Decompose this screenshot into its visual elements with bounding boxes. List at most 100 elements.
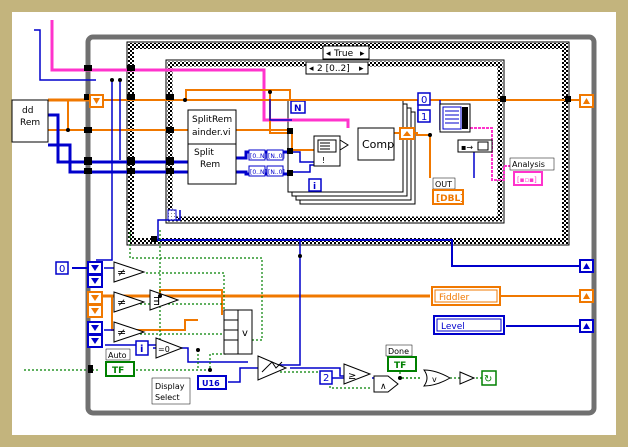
for-loop[interactable] [287, 99, 416, 205]
build-array-node[interactable]: ! [313, 135, 349, 167]
orange-shift-register-right[interactable] [579, 94, 594, 108]
svg-text:Fiddler: Fiddler [439, 293, 469, 303]
comp-output-terminal [399, 127, 415, 140]
svg-text:∧: ∧ [380, 382, 387, 392]
index-constant-0[interactable]: 0 [417, 92, 431, 106]
shift-register-left[interactable] [89, 94, 104, 108]
shift-register-blue-1[interactable] [87, 261, 103, 288]
while-loop-frame[interactable] [85, 34, 597, 416]
svg-text:TF: TF [394, 361, 406, 371]
out-indicator[interactable]: [DBL] [432, 189, 464, 205]
not-equal-node-2[interactable]: ≠ [113, 291, 146, 313]
svg-text:≠: ≠ [117, 326, 126, 339]
svg-text:v: v [242, 328, 248, 339]
svg-text:≠: ≠ [117, 296, 126, 309]
display-select-control[interactable]: U16 [197, 375, 227, 390]
select-node[interactable] [257, 355, 288, 381]
done-control-label: Done [385, 344, 413, 357]
tunnels [84, 65, 571, 373]
svg-text:1: 1 [421, 112, 427, 123]
left-subvi[interactable]: dd Rem [11, 99, 49, 143]
svg-text:i: i [140, 344, 143, 355]
svg-text:=0: =0 [158, 345, 170, 354]
auto-control[interactable]: TF [105, 361, 135, 377]
svg-text:Display: Display [155, 382, 185, 391]
analysis-indicator-label: Analysis [509, 157, 555, 171]
svg-text:[0..N]: [0..N] [250, 153, 267, 160]
index-constant-1[interactable]: 1 [417, 109, 431, 123]
shift-register-right-blue-2[interactable] [579, 319, 594, 333]
svg-text:2: 2 [323, 373, 329, 384]
for-loop-index-terminal: i [308, 178, 322, 192]
svg-text:Comp: Comp [362, 138, 394, 151]
svg-text:0: 0 [59, 264, 65, 275]
svg-text:Select: Select [155, 393, 180, 402]
outer-case-next-icon[interactable]: ▸ [360, 49, 365, 59]
svg-text:Auto: Auto [108, 351, 127, 360]
for-loop-count-terminal[interactable]: N [290, 100, 306, 114]
svg-text:[▪▫▪]: [▪▫▪] [517, 176, 537, 184]
svg-text:Analysis: Analysis [512, 160, 545, 169]
svg-text:v: v [432, 375, 437, 384]
svg-text:TF: TF [112, 366, 124, 376]
svg-text:▪→: ▪→ [461, 143, 473, 152]
inner-case-prev-icon[interactable]: ◂ [309, 64, 314, 74]
svg-text:SplitRem: SplitRem [192, 115, 232, 125]
splitremainder-subvi[interactable]: SplitRem ainder.vi [187, 109, 237, 147]
svg-text:i: i [313, 182, 316, 192]
index-array-node[interactable]: ▪→ [457, 139, 493, 153]
or-gate-node[interactable]: v [423, 369, 452, 387]
out-indicator-label: OUT [432, 177, 456, 190]
display-select-label: Display Select [151, 377, 191, 405]
svg-text:0: 0 [421, 95, 427, 106]
stop-condition-terminal[interactable]: ↻ [481, 370, 497, 386]
shift-register-right-orange[interactable] [579, 289, 594, 303]
svg-text:Done: Done [388, 347, 409, 356]
comp-subvi[interactable]: Comp [357, 127, 395, 161]
shift-register-blue-2[interactable] [87, 321, 103, 348]
svg-text:ainder.vi: ainder.vi [192, 128, 231, 138]
svg-text:[DBL]: [DBL] [436, 194, 464, 204]
svg-text:Level: Level [441, 322, 465, 332]
svg-text:≠: ≠ [117, 266, 126, 279]
equals-zero-node[interactable]: =0 [155, 337, 184, 359]
numeric-constant-2[interactable]: 2 [319, 370, 333, 385]
analysis-indicator[interactable]: [▪▫▪] [513, 171, 543, 186]
numeric-constant-0[interactable]: 0 [55, 261, 69, 275]
not-equal-node-1[interactable]: ≠ [113, 261, 146, 283]
compound-or-node[interactable]: v [223, 309, 253, 355]
outer-case-label: True [333, 49, 354, 59]
inner-case-next-icon[interactable]: ▸ [359, 64, 364, 74]
replace-array-node[interactable] [439, 103, 471, 133]
svg-text:[0..N]: [0..N] [250, 169, 267, 176]
svg-text:OUT: OUT [435, 180, 452, 189]
wire-junctions [66, 78, 432, 380]
auto-control-label: Auto [105, 348, 131, 361]
split-rem-node[interactable]: Split Rem [187, 143, 237, 185]
array-range-1[interactable]: [0..N] [N..0] [248, 165, 285, 177]
done-control[interactable]: TF [387, 356, 417, 372]
outer-case-prev-icon[interactable]: ◂ [326, 49, 331, 59]
greater-equal-node[interactable]: ≥ [343, 363, 372, 385]
pink-wires [50, 20, 510, 181]
inner-case-selector[interactable]: ◂ 2 [0..2] ▸ [305, 61, 369, 75]
svg-text:∃: ∃ [153, 295, 160, 308]
svg-text:dd: dd [22, 106, 33, 116]
fiddler-control[interactable]: Fiddler [431, 286, 501, 306]
loop-arrow-icon: ↻ [484, 374, 492, 385]
svg-text:Split: Split [194, 148, 214, 158]
svg-text:≥: ≥ [348, 371, 356, 382]
outer-case-selector[interactable]: ◂ True ▸ [322, 45, 370, 60]
shift-register-orange[interactable] [87, 291, 103, 318]
exists-node[interactable]: ∃ [149, 289, 180, 311]
loop-tunnel [167, 209, 177, 221]
svg-text:[N..0]: [N..0] [268, 169, 285, 176]
and-node[interactable]: ∧ [373, 375, 399, 393]
svg-text:N: N [294, 104, 302, 114]
not-equal-node-3[interactable]: ≠ [113, 321, 146, 343]
array-range-0[interactable]: [0..N] [N..0] [248, 149, 285, 161]
shift-register-right-blue-1[interactable] [579, 259, 594, 273]
level-control[interactable]: Level [433, 315, 505, 335]
not-node[interactable] [459, 371, 476, 385]
